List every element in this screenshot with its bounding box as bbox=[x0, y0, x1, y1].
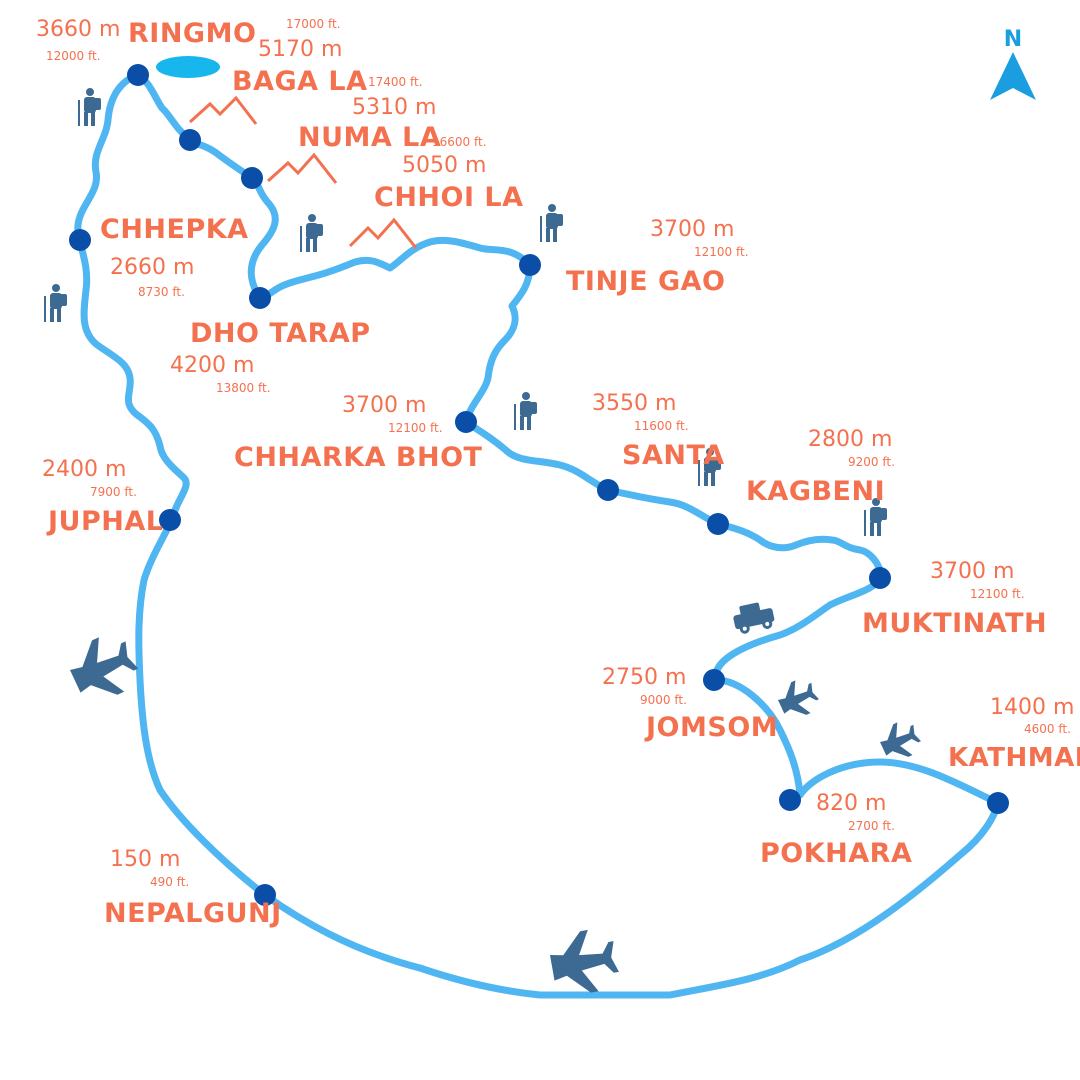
kathmandu-meters: 1400 m bbox=[990, 695, 1074, 720]
stop-kathmandu bbox=[987, 792, 1009, 814]
mountain-pass-icon bbox=[348, 217, 418, 249]
nepalgunj-feet: 490 ft. bbox=[150, 875, 189, 889]
kathmandu-feet: 4600 ft. bbox=[1024, 722, 1071, 736]
chhepka-meters: 2660 m bbox=[110, 255, 194, 280]
mountain-pass-icon bbox=[188, 95, 258, 125]
dho-tarap-feet: 13800 ft. bbox=[216, 381, 271, 395]
chharka-bhot-feet: 12100 ft. bbox=[388, 421, 443, 435]
jomsom-meters: 2750 m bbox=[602, 665, 686, 690]
tinje-gao-meters: 3700 m bbox=[650, 217, 734, 242]
juphal-feet: 7900 ft. bbox=[90, 485, 137, 499]
pokhara-name: POKHARA bbox=[760, 838, 912, 869]
route-stops bbox=[69, 64, 1009, 906]
jomsom-name: JOMSOM bbox=[644, 712, 778, 743]
chhoi-la-meters: 5050 m bbox=[402, 153, 486, 178]
stop-chharka-bhot bbox=[455, 411, 477, 433]
stop-dho-tarap bbox=[249, 287, 271, 309]
north-label: N bbox=[1004, 27, 1022, 52]
kagbeni-meters: 2800 m bbox=[808, 427, 892, 452]
pokhara-meters: 820 m bbox=[816, 791, 886, 816]
trek-route-path bbox=[74, 71, 1002, 999]
hiker-icon bbox=[514, 392, 537, 430]
hiker-icon bbox=[78, 88, 101, 126]
kagbeni-name: KAGBENI bbox=[746, 476, 885, 507]
stop-pokhara bbox=[779, 789, 801, 811]
airplane-icon bbox=[546, 925, 622, 999]
muktinath-name: MUKTINATH bbox=[862, 608, 1047, 639]
airplane-icon bbox=[875, 716, 925, 766]
baga-la-feet: 17000 ft. bbox=[286, 17, 341, 31]
stop-nepalgunj bbox=[254, 884, 276, 906]
tinje-gao-name: TINJE GAO bbox=[566, 266, 725, 297]
hiker-icon bbox=[44, 284, 67, 322]
chhoi-la-name: CHHOI LA bbox=[374, 182, 524, 213]
numa-la-name: NUMA LA bbox=[298, 122, 441, 153]
chharka-bhot-meters: 3700 m bbox=[342, 393, 426, 418]
santa-name: SANTA bbox=[622, 440, 725, 471]
jeep-icon bbox=[733, 602, 775, 634]
muktinath-feet: 12100 ft. bbox=[970, 587, 1025, 601]
north-arrow-icon: N bbox=[990, 27, 1036, 100]
chharka-bhot-name: CHHARKA BHOT bbox=[234, 442, 483, 473]
stop-ringmo bbox=[127, 64, 149, 86]
nepalgunj-name: NEPALGUNJ bbox=[104, 898, 282, 929]
stop-jomsom bbox=[703, 669, 725, 691]
muktinath-meters: 3700 m bbox=[930, 559, 1014, 584]
juphal-name: JUPHAL bbox=[46, 506, 163, 537]
stop-juphal bbox=[159, 509, 181, 531]
mountain-pass-icon bbox=[266, 152, 338, 184]
stop-numa-la bbox=[241, 167, 263, 189]
stop-santa bbox=[597, 479, 619, 501]
numa-la-meters: 5310 m bbox=[352, 95, 436, 120]
juphal-meters: 2400 m bbox=[42, 457, 126, 482]
hiker-icon bbox=[540, 204, 563, 242]
lake-icon bbox=[156, 56, 220, 78]
chhoi-la-feet: 16600 ft. bbox=[432, 135, 487, 149]
baga-la-name: BAGA LA bbox=[232, 66, 368, 97]
jomsom-feet: 9000 ft. bbox=[640, 693, 687, 707]
ringmo-name: RINGMO bbox=[128, 18, 256, 49]
numa-la-feet: 17400 ft. bbox=[368, 75, 423, 89]
airplane-icon bbox=[62, 627, 145, 709]
stop-kagbeni bbox=[707, 513, 729, 535]
baga-la-meters: 5170 m bbox=[258, 37, 342, 62]
stop-baga-la bbox=[179, 129, 201, 151]
dho-tarap-name: DHO TARAP bbox=[190, 318, 371, 349]
stop-tinje-gao bbox=[519, 254, 541, 276]
santa-feet: 11600 ft. bbox=[634, 419, 689, 433]
ringmo-meters: 3660 m bbox=[36, 17, 120, 42]
stop-muktinath bbox=[869, 567, 891, 589]
hiker-icon bbox=[300, 214, 323, 252]
chhepka-feet: 8730 ft. bbox=[138, 285, 185, 299]
tinje-gao-feet: 12100 ft. bbox=[694, 245, 749, 259]
dho-tarap-meters: 4200 m bbox=[170, 353, 254, 378]
stop-chhepka bbox=[69, 229, 91, 251]
kathmandu-name: KATHMANDU bbox=[948, 743, 1080, 773]
ringmo-feet: 12000 ft. bbox=[46, 49, 101, 63]
santa-meters: 3550 m bbox=[592, 391, 676, 416]
pokhara-feet: 2700 ft. bbox=[848, 819, 895, 833]
kagbeni-feet: 9200 ft. bbox=[848, 455, 895, 469]
nepalgunj-meters: 150 m bbox=[110, 847, 180, 872]
chhepka-name: CHHEPKA bbox=[100, 214, 249, 245]
airplane-icon bbox=[773, 674, 823, 724]
